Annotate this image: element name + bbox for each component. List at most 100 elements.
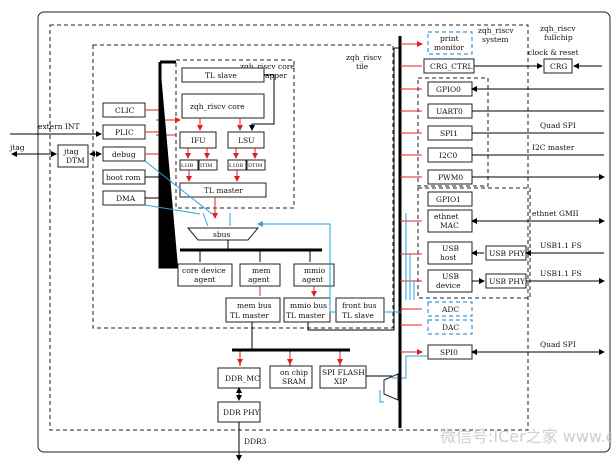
spi0-label: SPI0 [440,348,458,357]
ethnet-gmii-label: ethnet GMII [532,209,579,218]
spi-flash-label-1: SPI FLASH [322,368,365,377]
usb-host-label-2: host [440,253,456,262]
core-device-agent-label-1: core device [182,266,226,275]
tl-master-box [179,182,267,198]
ddr3-label: DDR3 [244,437,267,446]
ifu-box [179,131,217,149]
extern-int-label: extern INT [38,122,79,131]
itim-label: ITIM [200,163,212,169]
peripheral-group-2 [417,187,531,299]
tile-label-1: zqh_riscv [346,53,382,62]
mmio-bus-label-2: TL master [286,311,325,320]
l1ib-label: L1IB [181,163,193,169]
mmio-bus-label-1: mmio bus [290,301,327,310]
spi-mux [383,373,399,401]
adc-label: ADC [441,305,459,314]
crg-label: CRG [550,62,567,71]
boot-rom-label: boot rom [106,173,140,182]
usb-fs-label-1: USB1.1 FS [540,241,582,250]
usb-device-label-2: device [436,281,461,290]
front-bus-tl-slave-box [335,297,385,323]
system-boundary [49,24,529,431]
tile-label-2: tile [356,62,369,71]
usb-device-label-1: USB [442,272,459,281]
sram-label-1: on chip [280,368,308,377]
sbus-shape [186,227,260,241]
gpio1-box [427,191,473,207]
print-monitor-label-2: monitor [434,43,464,52]
ddr-mc-label: DDR_MC [225,374,260,383]
tl-master-label: TL master [204,186,243,195]
adc-box [427,301,473,317]
jtag-dtm-label-2: DTM [66,156,85,165]
mem-bus-label-1: mem bus [237,301,272,310]
ddr-phy-label: DDR PHY [223,408,261,417]
jtag-dtm-label-1: jtag [63,147,79,156]
tl-slave-label: TL slave [205,71,237,80]
usb-phy-device-label: USB PHY [489,277,526,286]
mmio-agent-label-2: agent [302,275,324,284]
dac-label: DAC [442,323,459,332]
crg-ctrl-label: CRG_CTRL [430,62,473,71]
core-wrapper-boundary [175,59,295,209]
mem-bus-label-2: TL master [230,311,269,320]
mem-bus-tl-master-box [225,297,281,323]
debug-label: debug [112,150,136,159]
clic-label: CLIC [115,106,135,115]
core-device-agent-label-2: agent [194,275,216,284]
crg-box [543,58,573,74]
core-device-bus [158,62,178,269]
mmio-agent-label-1: mmio [304,266,326,275]
plic-label: PLIC [115,128,134,137]
clock-reset-label: clock & reset [528,48,579,57]
system-label-1: zqh_riscv [478,26,514,35]
fullchip-label-1: zqh_riscv [540,24,576,33]
i2c-master-label: I2C master [532,143,575,152]
jtag-label: jtag [9,143,25,152]
gpio1-label: GPIO1 [436,195,461,204]
ethnet-mac-label-1: ethnet [434,212,459,221]
core-label: zqh_riscv core [190,102,245,111]
print-monitor-label-1: print [440,34,459,43]
mem-agent-label-1: mem [252,266,271,275]
dtim-box [246,159,266,171]
lsu-label: LSU [238,136,254,145]
sbus-label: sbus [213,230,230,239]
system-label-2: system [482,35,509,44]
mem-agent-label-2: agent [248,275,270,284]
usb-fs-label-2: USB1.1 FS [540,269,582,278]
spi-flash-label-2: XIP [334,377,347,386]
usb-host-label-1: USB [442,244,459,253]
spi1-label: SPI1 [440,129,458,138]
dac-box [427,319,473,335]
gpio0-label: GPIO0 [436,85,461,94]
ethnet-mac-label-2: MAC [440,221,459,230]
quad-spi-label-1: Quad SPI [540,121,576,130]
usb-phy-host-label: USB PHY [489,249,526,258]
dma-label: DMA [116,194,136,203]
spi-flash-xip-box [319,365,367,389]
i2c0-label: I2C0 [439,151,457,160]
front-bus-label-2: TL slave [342,311,374,320]
core-device-agent-box [177,263,233,287]
wrapper-label-1: zqh_riscv core [240,62,295,71]
peripheral-group-1 [417,77,489,187]
dtim-label: DTIM [248,163,262,169]
lsu-box [227,131,265,149]
uart0-label: UART0 [436,107,463,116]
mmio-bus-tl-master-box [283,297,331,323]
on-chip-sram-box [269,365,313,389]
l1db-label: L1DB [229,163,244,169]
tile-boundary [92,44,394,329]
watermark: 微信号:ICer之家 www.elecfans.com [440,427,612,446]
front-bus-label-1: front bus [342,301,377,310]
sram-label-2: SRAM [282,377,306,386]
core-box [181,93,265,119]
jtag-dtm-box [57,144,89,168]
itim-box [198,159,218,171]
pwm0-label: PWM0 [438,173,463,182]
fullchip-label-2: fullchip [544,33,573,42]
quad-spi-label-2: Quad SPI [540,340,576,349]
print-monitor-box [427,31,473,55]
